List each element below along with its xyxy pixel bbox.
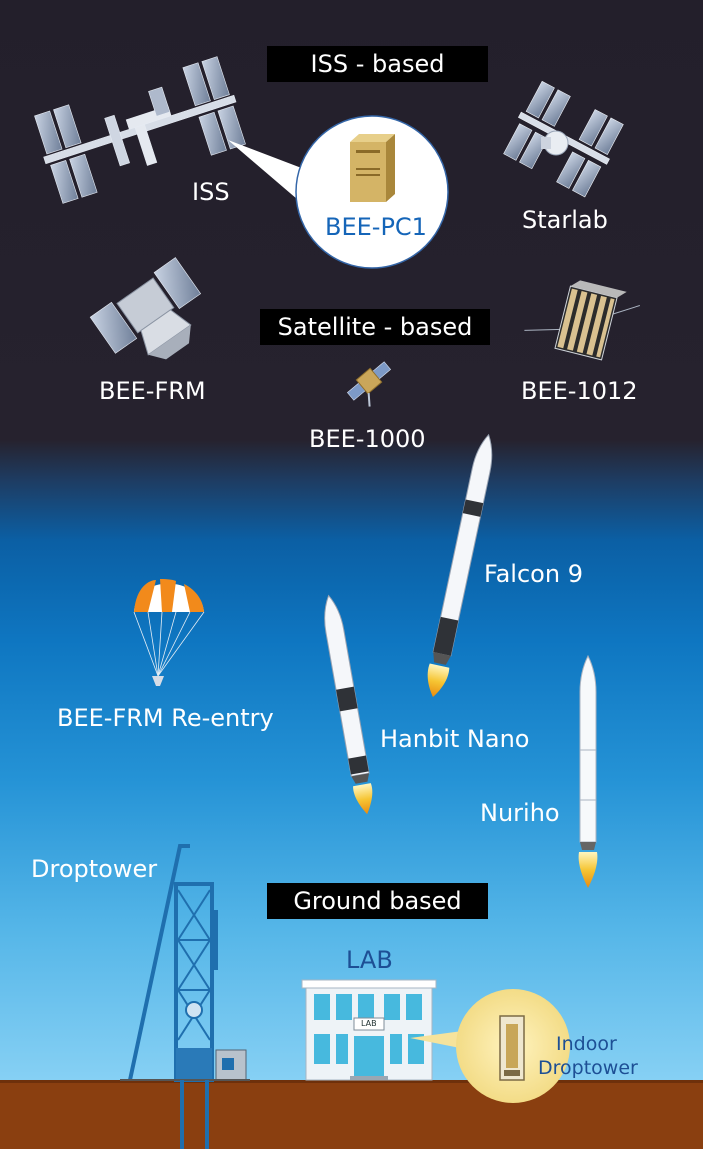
bee-1012-cubesat-icon [524, 280, 640, 361]
label-indoor-line2: Droptower [538, 1057, 638, 1079]
label-bee-pc1: BEE-PC1 [325, 213, 427, 241]
indoor-droptower-callout [410, 989, 570, 1103]
ground-surface [0, 1080, 703, 1083]
indoor-droptower-icon [499, 1015, 525, 1081]
lab-building-icon [301, 979, 437, 1081]
iss-station-icon [34, 56, 246, 204]
callout-pointer [228, 140, 312, 205]
bee-frm-satellite-icon [89, 257, 202, 360]
label-iss: ISS [192, 178, 230, 206]
nuriho-rocket-icon [578, 654, 598, 888]
starlab-station-icon [503, 80, 624, 198]
label-falcon9: Falcon 9 [484, 560, 583, 588]
section-ground-based: Ground based [267, 883, 488, 919]
section-iss-based: ISS - based [267, 46, 488, 82]
label-bee-frm-reentry: BEE-FRM Re-entry [57, 704, 274, 732]
ground [0, 1080, 703, 1149]
hanbit-nano-rocket-icon [324, 594, 373, 815]
section-satellite-based: Satellite - based [260, 309, 490, 345]
label-indoor-line1: Indoor [556, 1033, 617, 1055]
label-hanbit-nano: Hanbit Nano [380, 725, 530, 753]
bee-pc1-callout [295, 115, 449, 269]
droptower-icon [120, 844, 250, 1149]
bee-pc1-capsule-icon [350, 134, 395, 202]
label-lab: LAB [346, 946, 393, 974]
label-bee-1000: BEE-1000 [309, 425, 426, 453]
lab-sign-text: LAB [361, 1019, 377, 1028]
parachute-icon [133, 579, 205, 686]
label-droptower: Droptower [31, 855, 158, 883]
bee-1000-satellite-icon [346, 361, 392, 407]
label-bee-frm: BEE-FRM [99, 377, 206, 405]
label-starlab: Starlab [522, 206, 608, 234]
label-bee-1012: BEE-1012 [521, 377, 638, 405]
falcon9-rocket-icon [427, 433, 493, 697]
label-nuriho: Nuriho [480, 799, 560, 827]
